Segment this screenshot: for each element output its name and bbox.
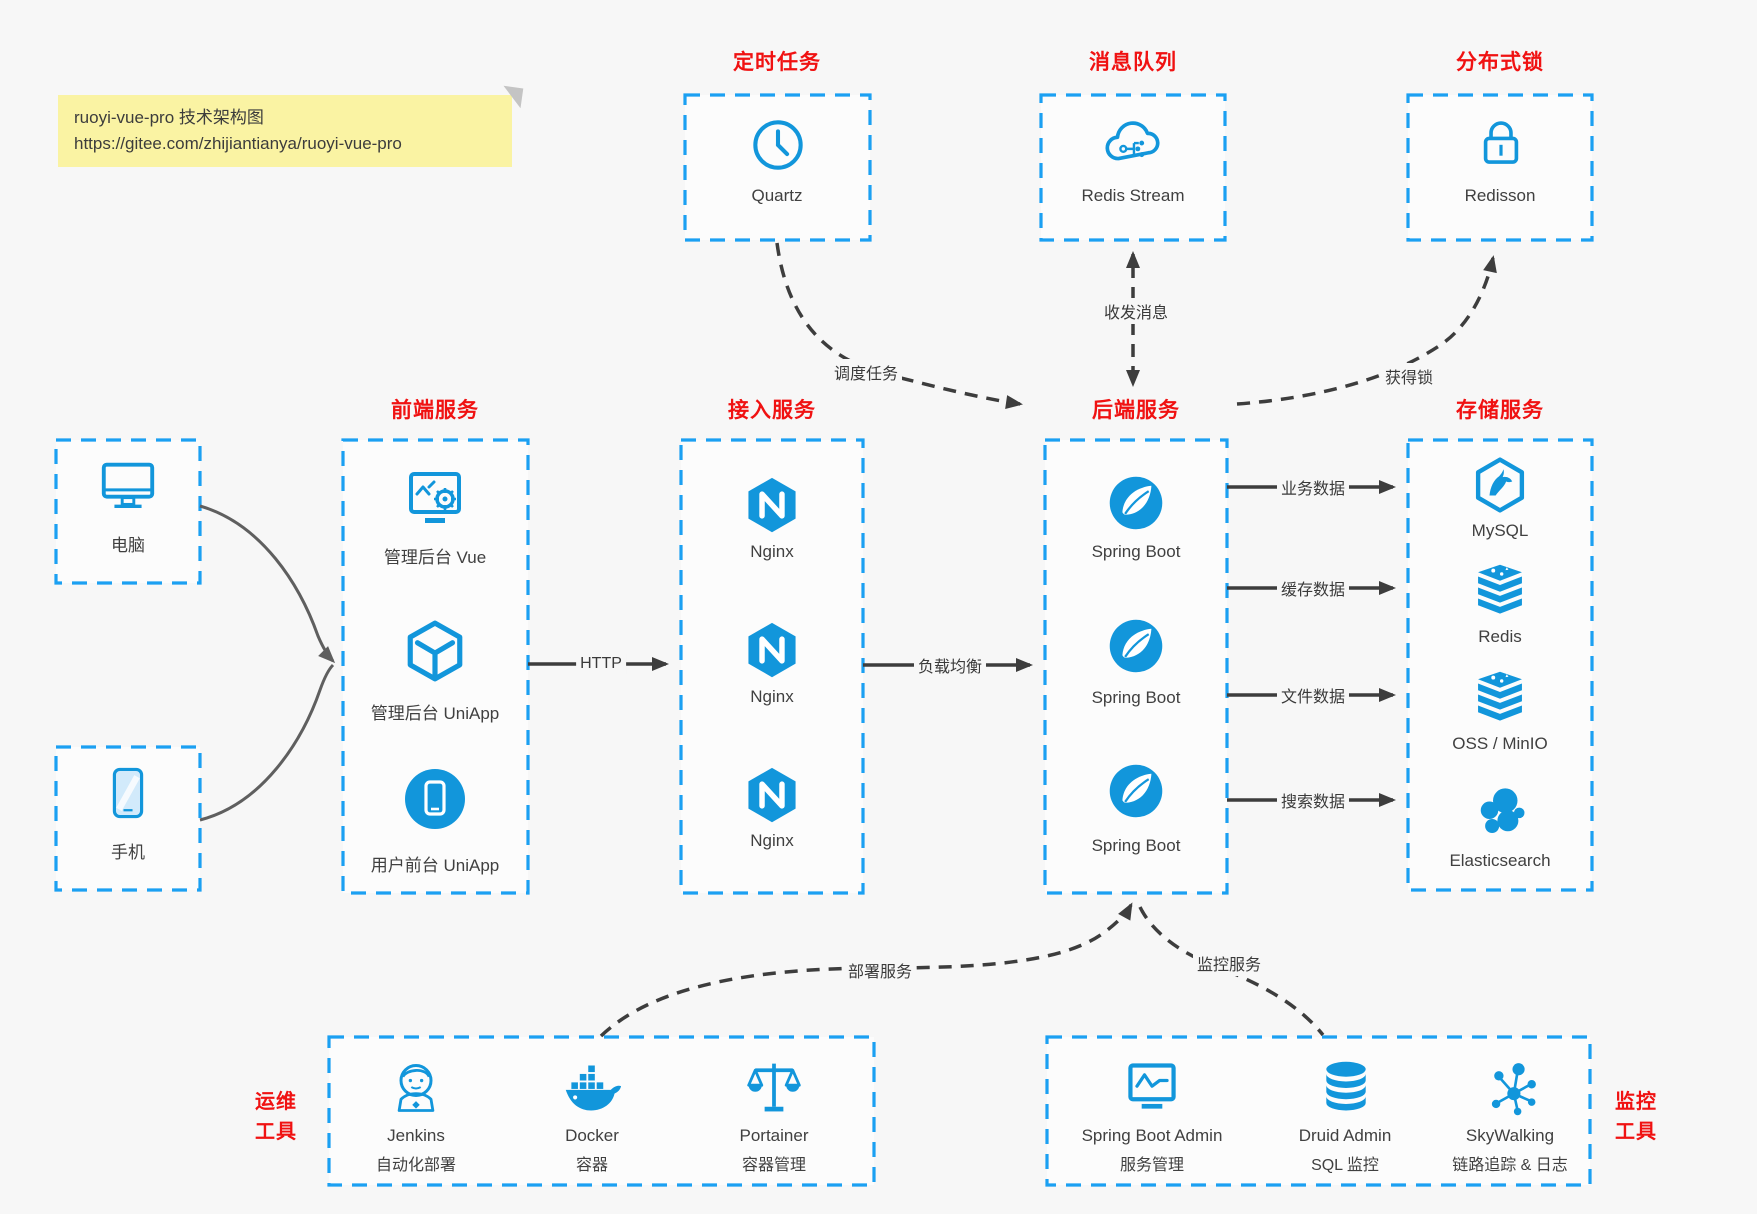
phone-label: 手机	[111, 843, 145, 862]
druid-admin-name: Druid Admin	[1298, 1126, 1392, 1145]
admin-uniapp-label: 管理后台 UniApp	[370, 704, 500, 723]
column-title-backend: 后端服务	[1092, 399, 1180, 422]
group-title-distributed-lock: 分布式锁	[1456, 51, 1544, 74]
skywalking-desc: 链路追踪 & 日志	[1452, 1157, 1568, 1174]
portainer-name: Portainer	[739, 1126, 809, 1145]
lock-icon	[1483, 121, 1519, 164]
box-redisson	[1406, 93, 1594, 242]
edge-label-message: 收发消息	[1099, 298, 1173, 324]
edge-pc-to-frontend	[199, 504, 336, 664]
druid-admin-desc: SQL 监控	[1311, 1157, 1379, 1174]
elasticsearch-label: Elasticsearch	[1449, 851, 1551, 870]
jenkins-desc: 自动化部署	[375, 1157, 456, 1174]
mysql-label: MySQL	[1471, 521, 1529, 540]
edge-label-monitor: 监控服务	[1192, 950, 1266, 976]
nginx-icon	[748, 767, 796, 823]
spring-boot-admin-icon	[1128, 1063, 1176, 1109]
docker-desc: 容器	[575, 1157, 608, 1174]
edge-deploy	[599, 902, 1133, 1038]
edge-label-cache: 缓存数据	[1276, 575, 1350, 601]
spring-boot-icon	[1109, 764, 1163, 818]
spring-boot-label-1: Spring Boot	[1091, 542, 1181, 561]
spring-boot-icon	[1109, 619, 1163, 673]
group-title-scheduled-tasks: 定时任务	[733, 51, 821, 74]
oss-stack-icon	[1478, 671, 1522, 721]
edge-phone-to-frontend	[199, 663, 335, 822]
jenkins-icon	[397, 1064, 435, 1112]
edge-label-search: 搜索数据	[1276, 787, 1350, 813]
docker-name: Docker	[565, 1126, 619, 1145]
portainer-icon	[747, 1063, 801, 1112]
clock-icon	[753, 120, 803, 170]
desktop-icon	[101, 462, 155, 509]
column-title-storage: 存储服务	[1456, 399, 1544, 422]
druid-icon	[1326, 1061, 1366, 1111]
nginx-label-1: Nginx	[750, 542, 794, 561]
redis-label: Redis	[1478, 627, 1522, 646]
spring-boot-icon	[1109, 476, 1163, 530]
devops-title-line1: 运维	[255, 1091, 297, 1113]
redisson-label: Redisson	[1464, 186, 1536, 205]
quartz-label: Quartz	[751, 186, 803, 205]
note-fold-corner	[500, 85, 524, 109]
mysql-icon	[1475, 457, 1525, 513]
uniapp-cube-icon	[407, 620, 463, 682]
redis-stream-label: Redis Stream	[1081, 186, 1185, 205]
docker-icon	[565, 1065, 622, 1111]
pc-label: 电脑	[111, 536, 145, 555]
admin-vue-icon	[409, 472, 461, 523]
edge-label-load-balance: 负载均衡	[913, 652, 987, 678]
edge-label-lock: 获得锁	[1380, 363, 1438, 389]
edge-label-dispatch: 调度任务	[829, 359, 903, 385]
nginx-icon	[748, 477, 796, 533]
edge-label-deploy: 部署服务	[843, 957, 917, 983]
admin-vue-label: 管理后台 Vue	[383, 548, 487, 567]
edge-label-file: 文件数据	[1276, 682, 1350, 708]
box-redis-stream	[1039, 93, 1227, 242]
nginx-icon	[748, 622, 796, 678]
box-monitoring	[1045, 1035, 1592, 1187]
edge-label-http: HTTP	[576, 654, 626, 674]
monitoring-title-line1: 监控	[1615, 1091, 1657, 1113]
spring-boot-label-3: Spring Boot	[1091, 836, 1181, 855]
spring-boot-label-2: Spring Boot	[1091, 688, 1181, 707]
redis-stack-icon	[1478, 564, 1522, 614]
group-title-message-queue: 消息队列	[1089, 51, 1177, 74]
phone-icon	[112, 767, 144, 819]
user-uniapp-label: 用户前台 UniApp	[370, 856, 500, 875]
monitoring-title-line2: 工具	[1615, 1121, 1657, 1143]
nginx-label-3: Nginx	[750, 831, 794, 850]
edge-get-lock	[1236, 255, 1497, 406]
portainer-desc: 容器管理	[741, 1157, 806, 1174]
devops-title-line2: 工具	[255, 1121, 297, 1143]
sticky-note: ruoyi-vue-pro 技术架构图 https://gitee.com/zh…	[58, 85, 524, 167]
skywalking-name: SkyWalking	[1465, 1126, 1555, 1145]
jenkins-name: Jenkins	[387, 1126, 445, 1145]
spring-boot-admin-name: Spring Boot Admin	[1081, 1126, 1223, 1145]
elasticsearch-icon	[1480, 788, 1525, 833]
oss-minio-label: OSS / MinIO	[1452, 734, 1548, 753]
note-title: ruoyi-vue-pro 技术架构图	[74, 108, 264, 127]
column-title-frontend: 前端服务	[391, 399, 479, 422]
edge-label-business: 业务数据	[1276, 474, 1350, 500]
column-title-gateway: 接入服务	[728, 399, 816, 422]
user-app-icon	[405, 769, 465, 829]
spring-boot-admin-desc: 服务管理	[1119, 1157, 1184, 1174]
note-url: https://gitee.com/zhijiantianya/ruoyi-vu…	[74, 134, 402, 153]
nginx-label-2: Nginx	[750, 687, 794, 706]
cloud-stream-icon	[1105, 121, 1160, 161]
group-title-monitoring: 监控 工具	[1600, 1087, 1672, 1147]
skywalking-icon	[1491, 1063, 1536, 1116]
group-title-devops: 运维 工具	[240, 1087, 312, 1147]
